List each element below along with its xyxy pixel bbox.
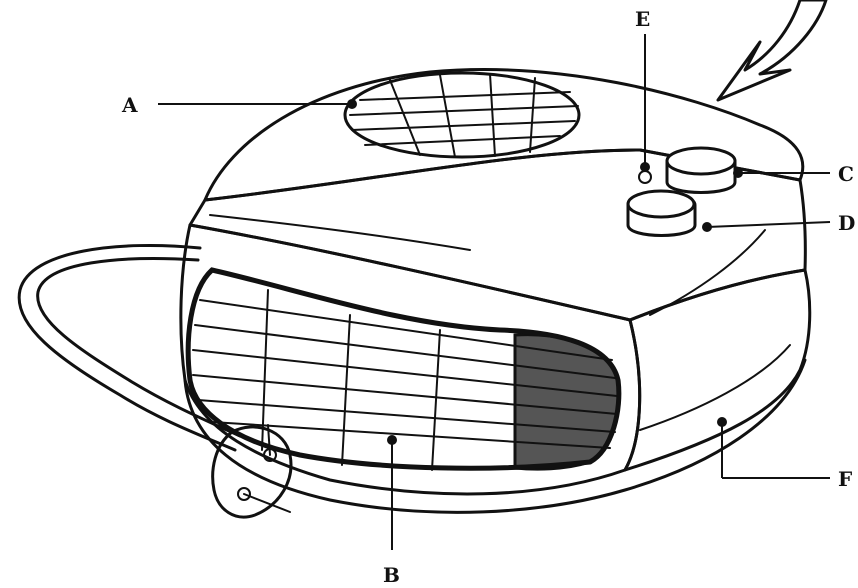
- front-grill: [185, 267, 622, 471]
- indicator-light: [638, 170, 652, 184]
- label-a: A: [121, 93, 138, 117]
- label-e: E: [635, 7, 650, 31]
- callout-f: F: [717, 417, 852, 491]
- curved-arrow-icon: [716, 0, 828, 102]
- label-c: C: [838, 162, 854, 186]
- control-knob-c: [665, 146, 737, 194]
- callout-e: E: [635, 7, 650, 172]
- callout-d: D: [702, 211, 855, 235]
- label-b: B: [383, 563, 400, 587]
- power-cord: [17, 243, 242, 452]
- heater-body: [179, 68, 812, 514]
- top-vent-grill: [343, 71, 581, 159]
- callout-b: B: [383, 435, 400, 587]
- label-f: F: [838, 467, 852, 491]
- label-d: D: [838, 211, 855, 235]
- control-knob-d: [626, 189, 697, 237]
- callout-c: C: [733, 162, 854, 186]
- callout-a: A: [121, 93, 357, 117]
